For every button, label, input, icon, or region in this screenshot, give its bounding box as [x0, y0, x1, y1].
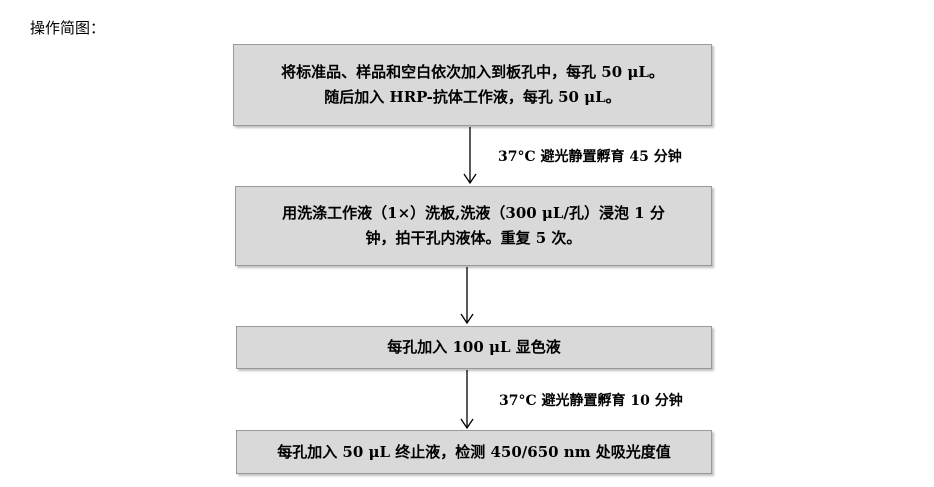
step-text: 每孔加入 50 μL 终止液，检测 450/650 nm 处吸光度值 — [277, 442, 671, 461]
step-box-add-substrate: 每孔加入 100 μL 显色液 — [236, 326, 712, 369]
page-title: 操作简图： — [30, 19, 106, 37]
arrow-1 — [463, 127, 477, 185]
step-text: 将标准品、样品和空白依次加入到板孔中，每孔 50 μL。 随后加入 HRP-抗体… — [281, 63, 664, 106]
step-box-add-samples: 将标准品、样品和空白依次加入到板孔中，每孔 50 μL。 随后加入 HRP-抗体… — [233, 44, 712, 126]
incubation-note-10min: 37°C 避光静置孵育 10 分钟 — [499, 393, 683, 409]
step-text: 每孔加入 100 μL 显色液 — [387, 338, 561, 356]
incubation-note-45min: 37°C 避光静置孵育 45 分钟 — [498, 149, 682, 165]
step-box-stop-and-read: 每孔加入 50 μL 终止液，检测 450/650 nm 处吸光度值 — [236, 430, 712, 474]
arrow-2 — [460, 267, 474, 325]
step-box-wash-plate: 用洗涤工作液（1×）洗板,洗液（300 μL/孔）浸泡 1 分 钟，拍干孔内液体… — [235, 186, 712, 266]
arrow-3 — [460, 370, 474, 430]
step-text: 用洗涤工作液（1×）洗板,洗液（300 μL/孔）浸泡 1 分 钟，拍干孔内液体… — [282, 204, 665, 247]
